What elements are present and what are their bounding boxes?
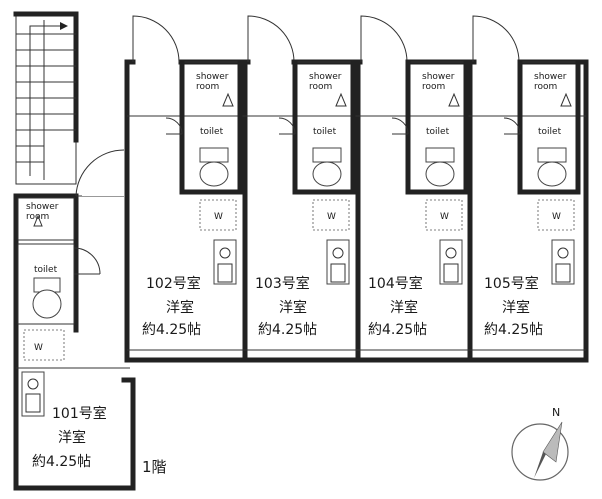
unit-104: shower room toilet W 104号室 洋室 約4.25帖 xyxy=(360,15,469,338)
unit-102-name: 102号室 xyxy=(146,275,201,292)
unit-105-type: 洋室 xyxy=(502,299,530,316)
shower-room-label-105: room xyxy=(534,82,557,92)
shower-label-101: shower xyxy=(26,202,59,212)
toilet-label-101: toilet xyxy=(34,265,58,275)
shower-room-label-104: room xyxy=(422,82,445,92)
unit-105-size: 約4.25帖 xyxy=(484,322,543,338)
toilet-label-105: toilet xyxy=(538,127,562,137)
unit-104-name: 104号室 xyxy=(368,275,423,292)
unit-102-type: 洋室 xyxy=(166,299,194,316)
washer-label-102: W xyxy=(214,212,223,222)
washer-label-103: W xyxy=(327,212,336,222)
unit-105-name: 105号室 xyxy=(484,275,539,292)
unit-101-name: 101号室 xyxy=(52,405,107,422)
unit-103-name: 103号室 xyxy=(255,275,310,292)
toilet-label-104: toilet xyxy=(426,127,450,137)
unit-101-type: 洋室 xyxy=(58,429,86,446)
stair-arrow-icon xyxy=(60,22,68,30)
washer-label-105: W xyxy=(552,212,561,222)
staircase xyxy=(13,11,79,185)
unit-101-size: 約4.25帖 xyxy=(32,454,91,470)
washer-label-104: W xyxy=(440,212,449,222)
unit-105: shower room toilet W 105号室 洋室 約4.25帖 xyxy=(472,15,581,338)
shower-label-105: shower xyxy=(534,72,567,82)
unit-104-type: 洋室 xyxy=(390,299,418,316)
compass-icon: N xyxy=(511,406,569,481)
washer-label-101: W xyxy=(34,343,43,353)
shower-room-label-102: room xyxy=(196,82,219,92)
unit-103-type: 洋室 xyxy=(279,299,307,316)
shower-label-103: shower xyxy=(309,72,342,82)
unit-101: shower room toilet W 101号室 洋室 約4.25帖 xyxy=(13,149,136,491)
toilet-label-103: toilet xyxy=(313,127,337,137)
unit-104-size: 約4.25帖 xyxy=(368,322,427,338)
unit-102: shower room toilet W 102号室 洋室 約4.25帖 xyxy=(132,15,243,338)
toilet-label-102: toilet xyxy=(200,127,224,137)
shower-room-label-103: room xyxy=(309,82,332,92)
shower-label-102: shower xyxy=(196,72,229,82)
unit-103-size: 約4.25帖 xyxy=(258,322,317,338)
unit-102-size: 約4.25帖 xyxy=(142,322,201,338)
shower-label-104: shower xyxy=(422,72,455,82)
floor-label: 1階 xyxy=(142,458,167,476)
compass-north-label: N xyxy=(552,406,560,419)
unit-103: shower room toilet W 103号室 洋室 約4.25帖 xyxy=(247,15,356,338)
